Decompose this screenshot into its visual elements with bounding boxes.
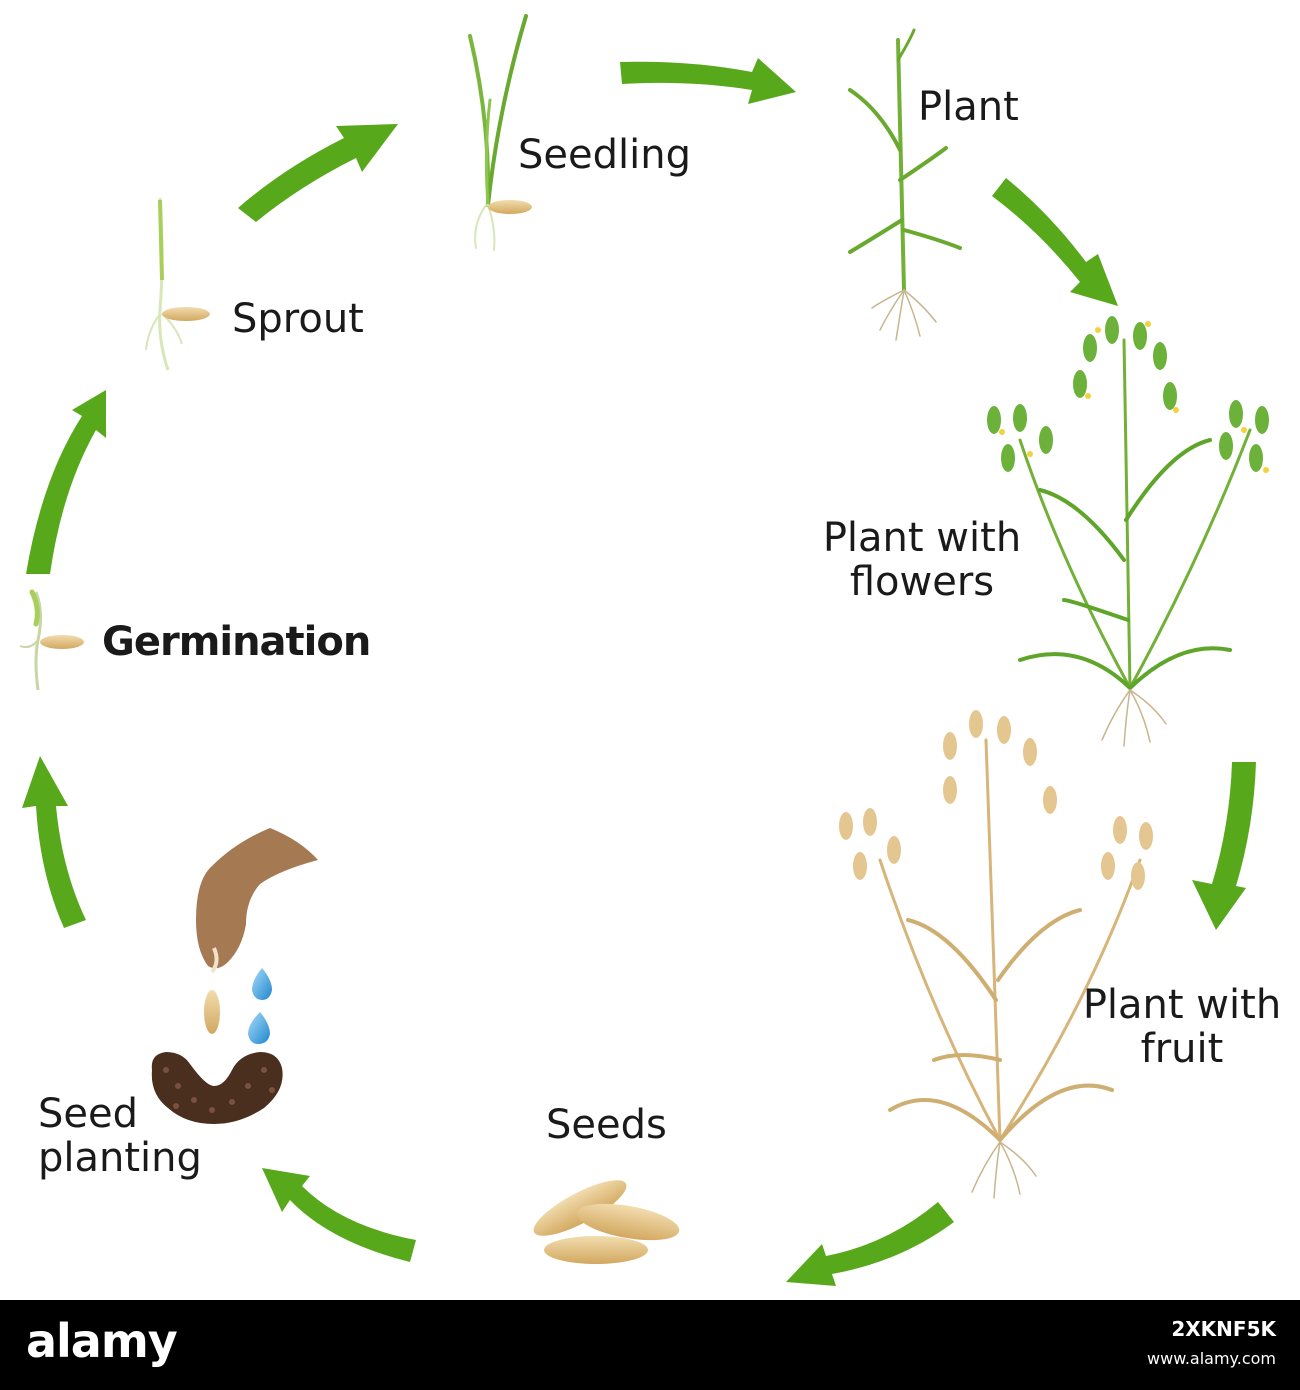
image-id: 2XKNF5K [1171,1317,1276,1341]
arrow-seedling-to-plant [620,58,796,104]
label-fruit-line1: Plant with [1082,982,1282,1028]
label-flowers-line2: flowers [849,559,995,605]
seed-planting-illustration [151,828,318,1124]
fruit-plant-illustration [839,710,1153,1199]
label-plant: Plant [918,84,1019,130]
hand-icon [196,828,318,969]
footer-bar: alamy 2XKNF5K www.alamy.com [0,1300,1300,1390]
water-drop-icon [252,968,272,1000]
label-sprout: Sprout [232,296,364,342]
sprout-illustration [145,197,210,371]
label-planting-line2: planting [38,1135,202,1181]
brand-logo: alamy [26,1314,178,1368]
arrow-plant-to-flowers [992,178,1118,306]
seeds-illustration [533,1180,680,1264]
site-url: www.alamy.com [1147,1349,1276,1368]
arrow-germination-to-sprout [26,390,106,574]
life-cycle-diagram [19,14,1269,1286]
label-seedling: Seedling [518,132,691,178]
arrow-flowers-to-fruit [1192,762,1256,930]
soil-icon [151,1052,283,1124]
arrow-planting-to-germination [22,756,86,928]
water-drop-icon [248,1012,270,1044]
germination-illustration [19,589,84,691]
young-plant-illustration [848,28,962,341]
label-seeds: Seeds [546,1102,667,1148]
label-planting-line1: Seed [38,1091,138,1137]
arrow-sprout-to-seedling [238,124,398,222]
label-flowers-line1: Plant with [822,515,1022,561]
label-plant-with-flowers: Plant with flowers [808,516,1036,604]
seedling-illustration [468,14,532,251]
label-plant-with-fruit: Plant with fruit [1068,983,1296,1071]
flowering-plant-illustration [987,316,1269,747]
arrow-seeds-to-planting [262,1168,416,1262]
footer-meta: 2XKNF5K www.alamy.com [1147,1314,1276,1374]
label-germination: Germination [102,619,371,665]
label-seed-planting: Seed planting [38,1092,202,1180]
label-fruit-line2: fruit [1140,1026,1224,1072]
arrow-fruit-to-seeds [786,1202,954,1286]
